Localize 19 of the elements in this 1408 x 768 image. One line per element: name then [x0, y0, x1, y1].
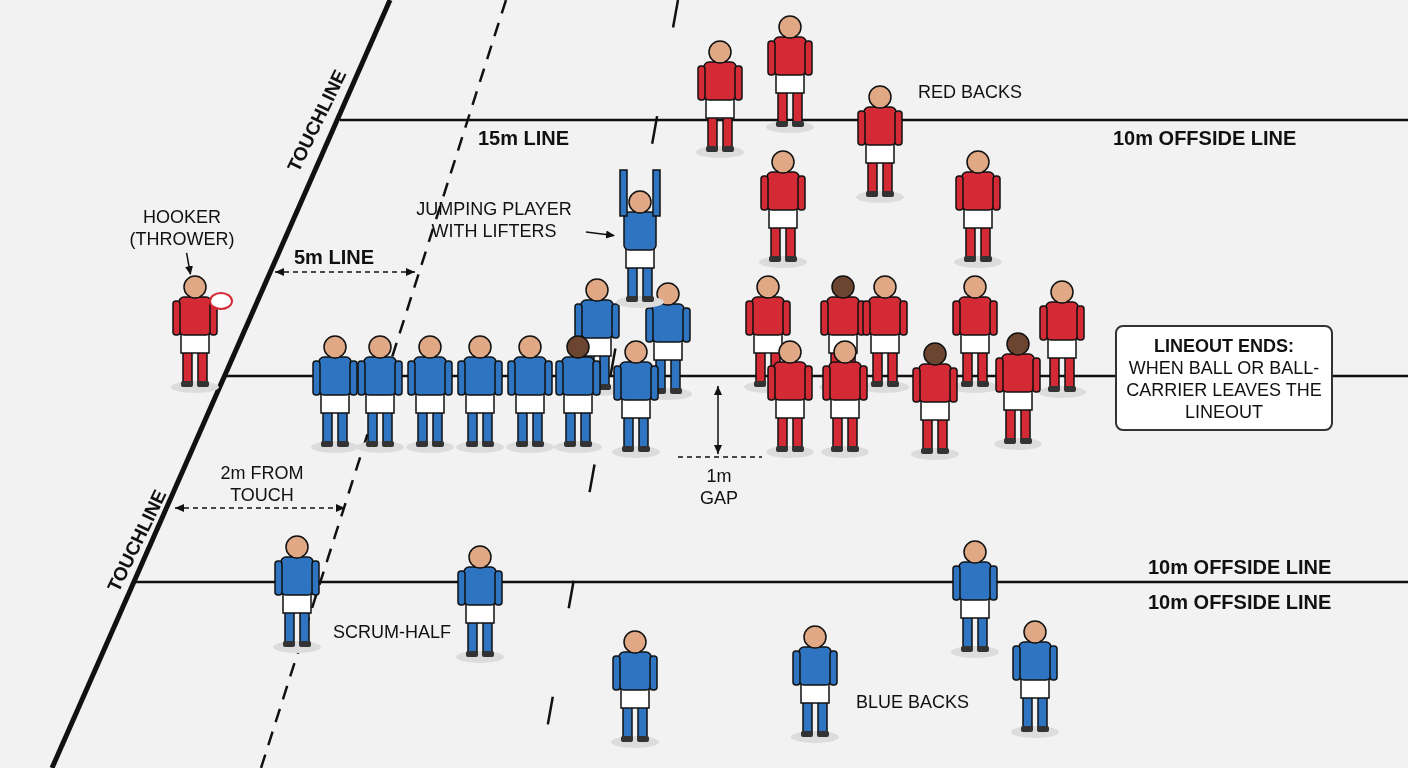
line-label: 15m LINE — [478, 127, 570, 150]
dimension-label: 2m FROM TOUCH — [219, 462, 305, 506]
dimension-label: 1m GAP — [699, 465, 739, 509]
line-label: 5m LINE — [294, 246, 375, 269]
line-label: 10m OFFSIDE LINE — [1148, 591, 1332, 614]
line-label: 10m OFFSIDE LINE — [1148, 556, 1332, 579]
info-box — [1115, 325, 1333, 431]
group-label: RED BACKS — [918, 82, 1023, 103]
box-text: WHEN BALL OR BALL-CARRIER LEAVES THE LINEOUT — [1125, 357, 1323, 423]
box-heading: LINEOUT ENDS: — [1153, 335, 1295, 357]
rugby-player-drawing — [171, 275, 233, 393]
line-label: 10m OFFSIDE LINE — [1113, 127, 1297, 150]
callout-text: HOOKER (THROWER) — [112, 206, 252, 250]
callout-text: JUMPING PLAYER WITH LIFTERS — [405, 198, 583, 242]
leader-arrow — [185, 252, 193, 275]
group-label: BLUE BACKS — [856, 692, 970, 713]
player-label: SCRUM-HALF — [333, 622, 451, 643]
rugby-player-drawing — [616, 169, 664, 308]
leader-arrow — [585, 230, 615, 239]
